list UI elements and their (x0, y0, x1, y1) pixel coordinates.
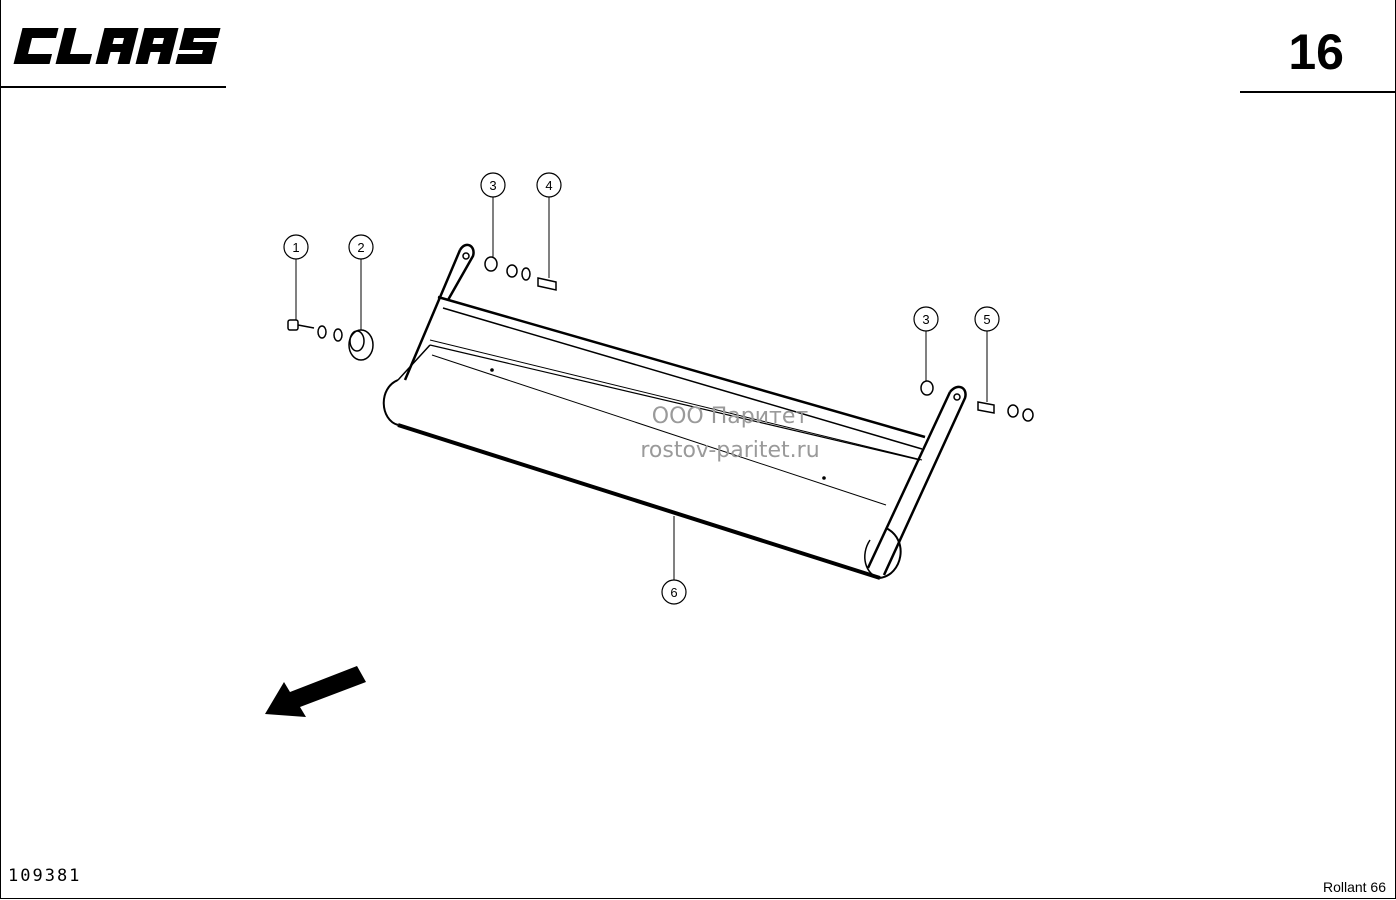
model-label: Rollant 66 (1322, 879, 1386, 895)
watermark-site: rostov-paritet.ru (640, 438, 820, 463)
callout-label: 1 (292, 240, 299, 255)
drawing-id: 109381 (8, 866, 82, 886)
callout-label: 3 (489, 178, 496, 193)
callout-1: 1 (283, 234, 309, 260)
page-number: 16 (1288, 24, 1344, 80)
callout-label: 6 (670, 585, 677, 600)
callout-3: 3 (480, 172, 506, 198)
guard-assembly (382, 243, 967, 580)
callout-label: 2 (357, 240, 364, 255)
callout-label: 3 (922, 312, 929, 327)
bolt-set-left (287, 319, 374, 361)
callout-4: 4 (536, 172, 562, 198)
watermark: ООО Паритет rostov-paritet.ru (560, 400, 900, 468)
claas-logo (13, 28, 221, 64)
callout-6: 6 (661, 579, 687, 605)
callout-label: 5 (983, 312, 990, 327)
page-number-underline (1240, 91, 1396, 93)
callout-2: 2 (348, 234, 374, 260)
watermark-company: ООО Паритет (651, 404, 809, 429)
bolt-set-right (920, 380, 1034, 422)
logo-underline (0, 86, 226, 88)
callout-5: 5 (974, 306, 1000, 332)
callout-label: 4 (545, 178, 552, 193)
direction-arrow-icon (265, 666, 366, 717)
callout-3-right: 3 (913, 306, 939, 332)
bolt-set-top (484, 256, 557, 291)
